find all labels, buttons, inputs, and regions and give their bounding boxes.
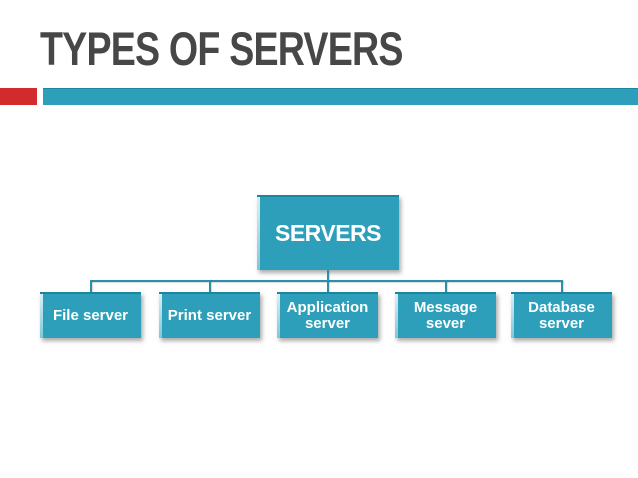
red-accent-block (0, 88, 37, 105)
diagram-node-label: SERVERS (274, 220, 382, 246)
diagram-node-print-server: Print server (159, 292, 260, 338)
diagram-node-label: Database server (528, 299, 595, 332)
diagram-node-application-server: Application server (277, 292, 378, 338)
diagram-node-label: Application server (286, 299, 369, 332)
page-title: TYPES OF SERVERS (40, 22, 403, 75)
connector-drop-database-server (561, 280, 563, 293)
diagram-node-label: File server (52, 307, 129, 324)
diagram-node-database-server: Database server (511, 292, 612, 338)
diagram-node-label: Message sever (413, 299, 478, 332)
diagram-node-file-server: File server (40, 292, 141, 338)
teal-divider-bar (43, 88, 638, 105)
connector-drop-file-server (90, 280, 92, 293)
connector-drop-print-server (209, 280, 211, 293)
diagram-node-label: Print server (167, 307, 252, 324)
diagram-node-servers: SERVERS (257, 195, 399, 270)
connector-drop-message-server (445, 280, 447, 293)
diagram-node-message-server: Message sever (395, 292, 496, 338)
connector-horizontal (90, 280, 563, 282)
connector-drop-application-server (327, 280, 329, 293)
connector-root-stub (327, 270, 329, 281)
